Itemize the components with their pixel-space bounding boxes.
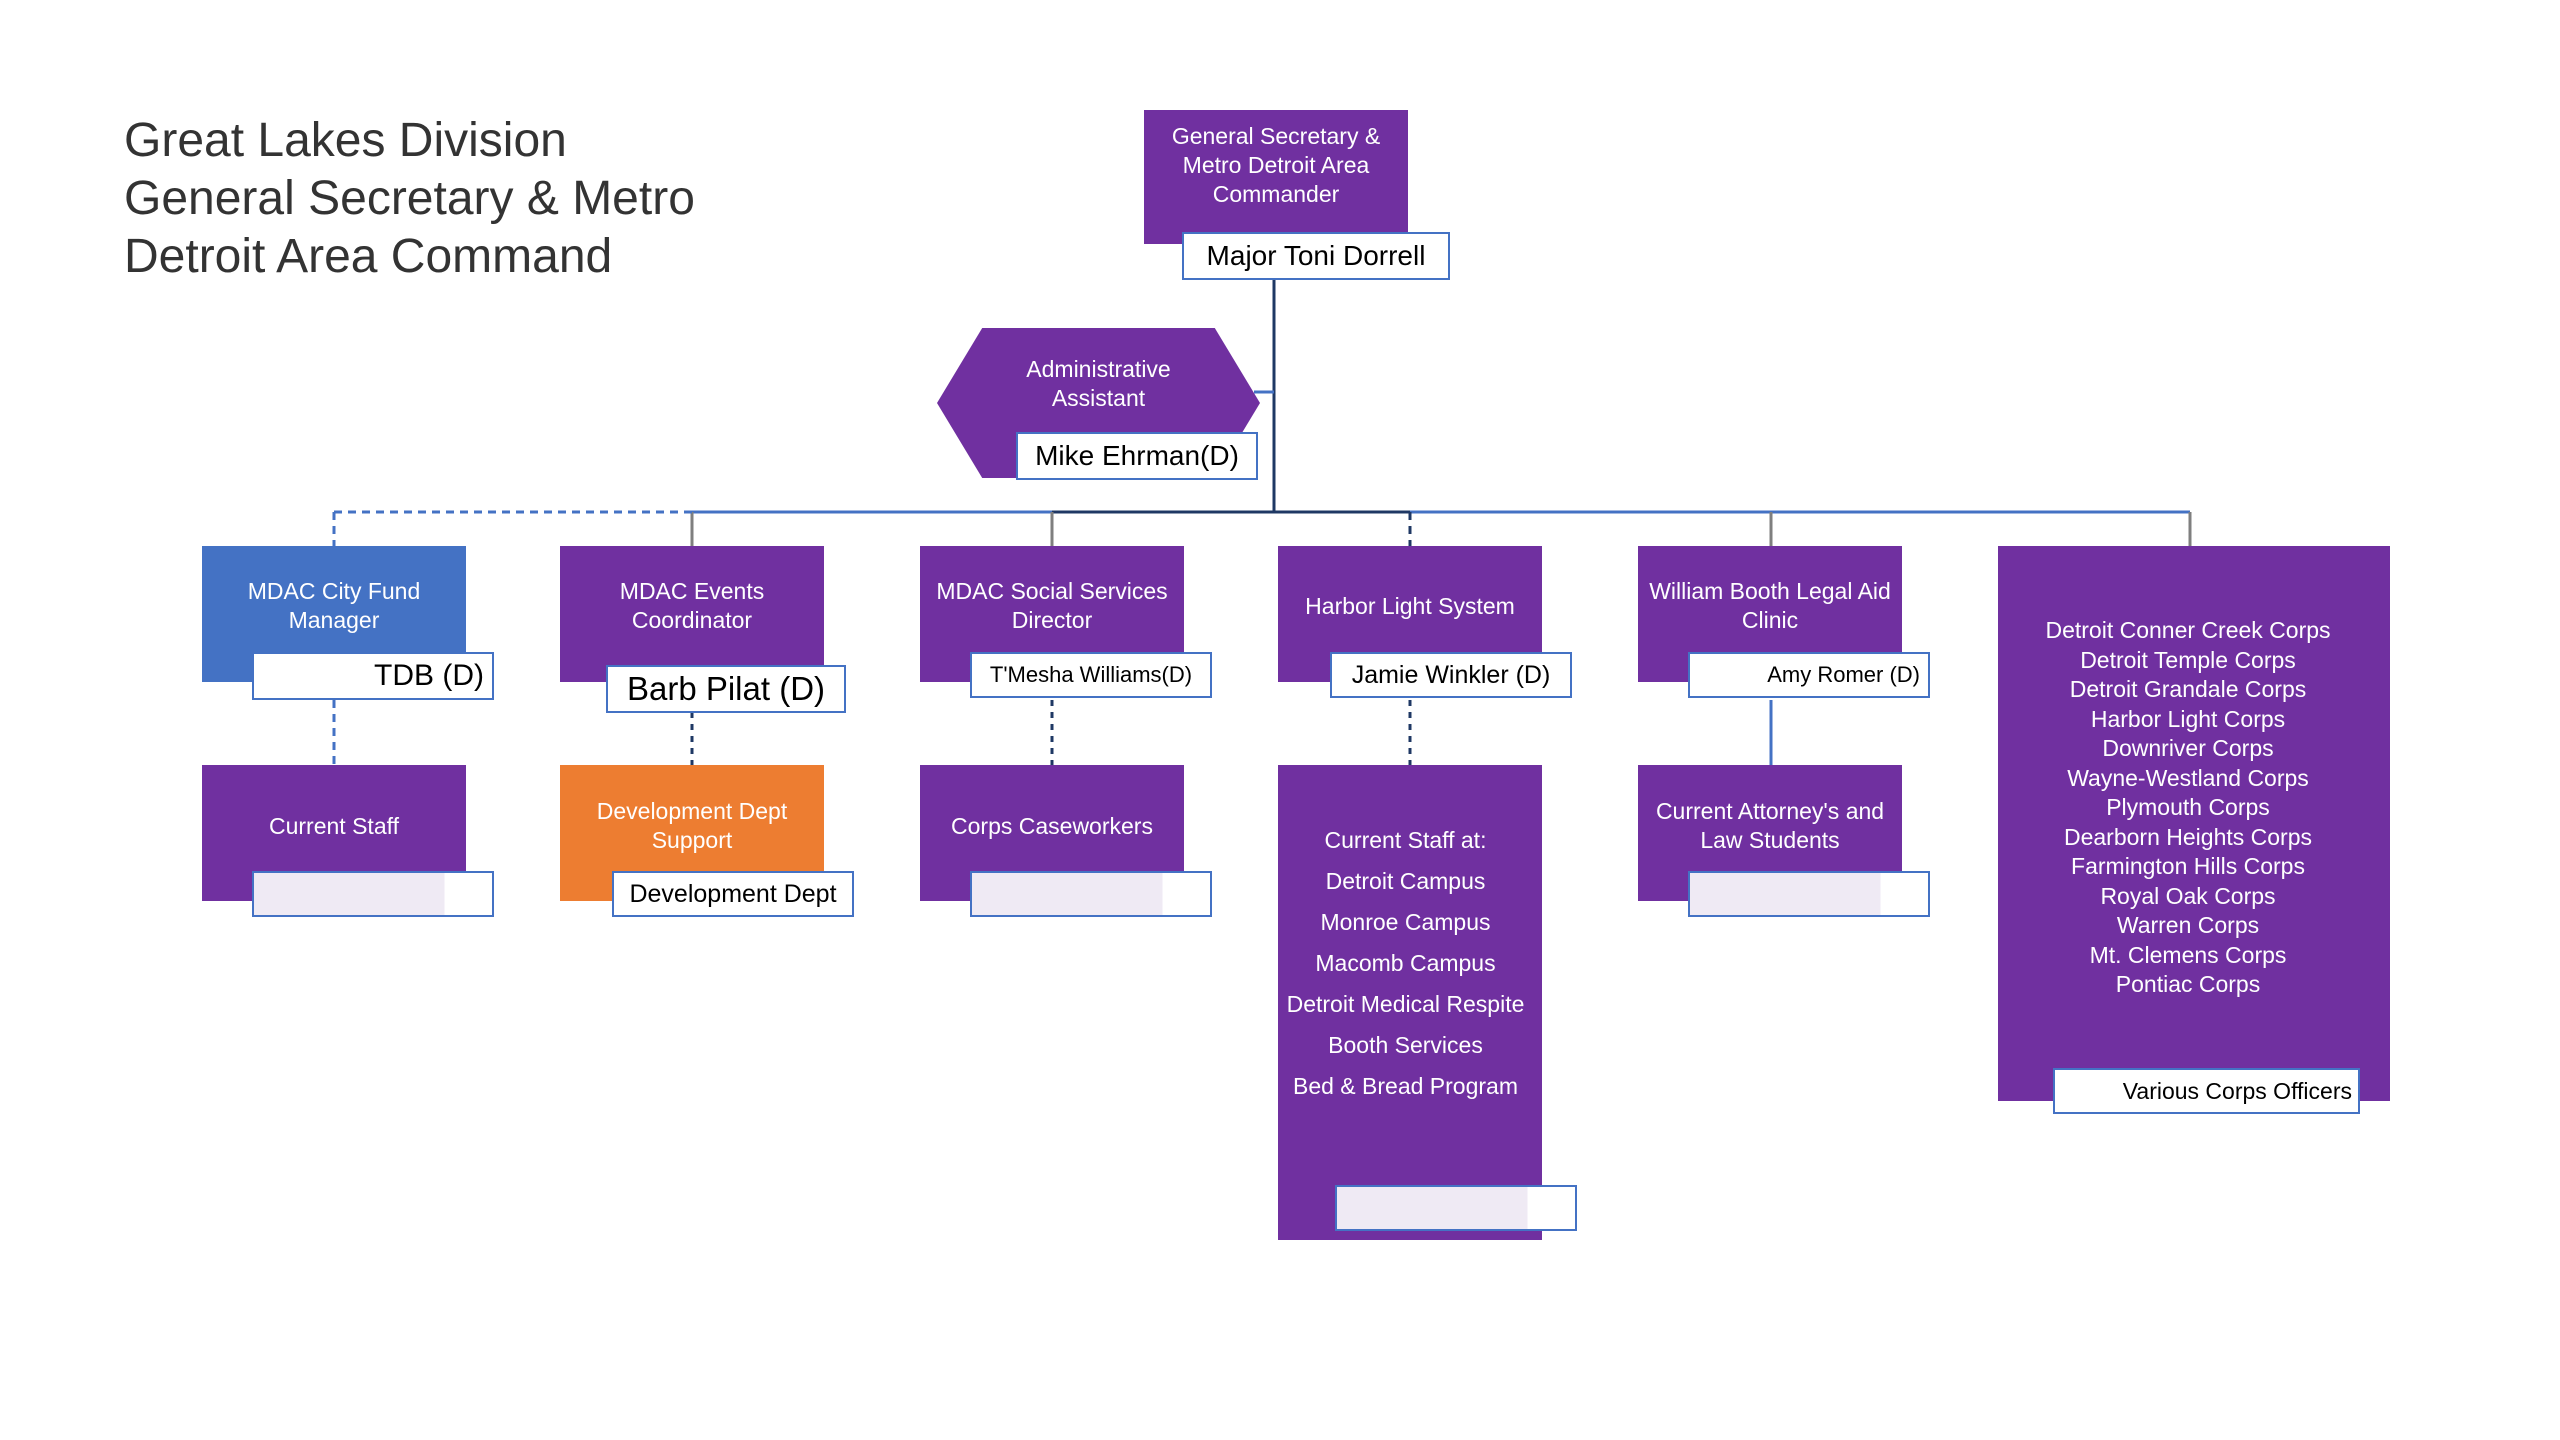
harbor-light-staff-list: Current Staff at: Detroit Campus Monroe … [1273,820,1538,1107]
corps-item: Warren Corps [2116,912,2260,938]
staff-heading: Current Staff at: [1324,827,1487,853]
staff-item: Detroit Campus [1325,868,1486,894]
staff-item: Detroit Medical Respite [1286,991,1525,1017]
dept-name: T'Mesha Williams(D) [989,662,1193,687]
dept-corps-list [1998,546,2390,1101]
assistant-name: Mike Ehrman(D) [1035,440,1239,471]
corps-item: Plymouth Corps [2106,794,2270,820]
corps-item: Detroit Conner Creek Corps [2045,617,2331,643]
corps-item: Dearborn Heights Corps [2063,823,2312,850]
corps-item: Wayne-Westland Corps [2067,764,2309,791]
dept-name: Amy Romer (D) [1767,662,1920,687]
sub-name-tag-empty [1688,871,1930,917]
corps-officers-name: Various Corps Officers [2122,1077,2352,1104]
corps-item: Mt. Clemens Corps [2089,941,2287,968]
corps-item: Harbor Light Corps [2090,705,2286,732]
assistant-hexagon: Administrative Assistant [937,328,1260,478]
dept-name: TDB (D) [374,659,484,692]
assistant-name-tag: Mike Ehrman(D) [1016,432,1258,480]
dept-name: Barb Pilat (D) [626,670,826,707]
dept-events-coordinator: MDAC Events Coordinator [560,546,824,682]
corps-item: Pontiac Corps [2115,971,2261,997]
page-title: Great Lakes Division General Secretary &… [124,112,824,286]
dept-role: Harbor Light System [1305,592,1515,619]
dept-role: William Booth Legal Aid Clinic [1649,578,1891,633]
staff-item: Bed & Bread Program [1292,1073,1518,1099]
sub-harbor-light-staff [1278,765,1542,1240]
sub-name-tag-empty [970,871,1212,917]
dept-name-tag: Amy Romer (D) [1688,652,1930,698]
sub-role: Current Staff [269,812,399,839]
corps-officers-tag: Various Corps Officers [2053,1068,2360,1114]
staff-item: Booth Services [1328,1032,1483,1058]
corps-item: Detroit Grandale Corps [2069,676,2307,702]
sub-name-tag-empty [252,871,494,917]
dept-name-tag: Barb Pilat (D) [606,665,846,713]
sub-role: Corps Caseworkers [951,812,1153,839]
commander-box: General Secretary & Metro Detroit Area C… [1144,110,1408,244]
title-line-1: Great Lakes Division [124,114,567,167]
assistant-role: Administrative Assistant [1026,356,1171,411]
dept-name: Jamie Winkler (D) [1351,660,1551,689]
corps-item: Downriver Corps [2102,735,2274,761]
commander-name-tag: Major Toni Dorrell [1182,232,1450,280]
sub-name-tag: Development Dept [612,871,854,917]
dept-name-tag: Jamie Winkler (D) [1330,652,1572,698]
sub-name-tag-empty [1335,1185,1577,1231]
title-line-3: Detroit Area Command [124,230,613,283]
staff-item: Monroe Campus [1320,909,1491,935]
dept-role: MDAC City Fund Manager [247,578,421,633]
dept-role: MDAC Events Coordinator [619,578,765,633]
title-line-2: General Secretary & Metro [124,172,695,225]
dept-role: MDAC Social Services Director [936,578,1168,633]
corps-list: Detroit Conner Creek Corps Detroit Templ… [1993,616,2383,1000]
corps-item: Farmington Hills Corps [2071,853,2305,879]
corps-item: Royal Oak Corps [2100,882,2276,909]
staff-item: Macomb Campus [1315,950,1496,976]
dept-name-tag: TDB (D) [252,652,494,700]
commander-role: General Secretary & Metro Detroit Area C… [1171,123,1381,207]
sub-role: Development Dept Support [596,798,788,853]
commander-name: Major Toni Dorrell [1206,240,1426,271]
sub-name: Development Dept [629,879,837,908]
sub-role: Current Attorney's and Law Students [1655,798,1885,853]
dept-name-tag: T'Mesha Williams(D) [970,652,1212,698]
corps-item: Detroit Temple Corps [2080,646,2296,673]
